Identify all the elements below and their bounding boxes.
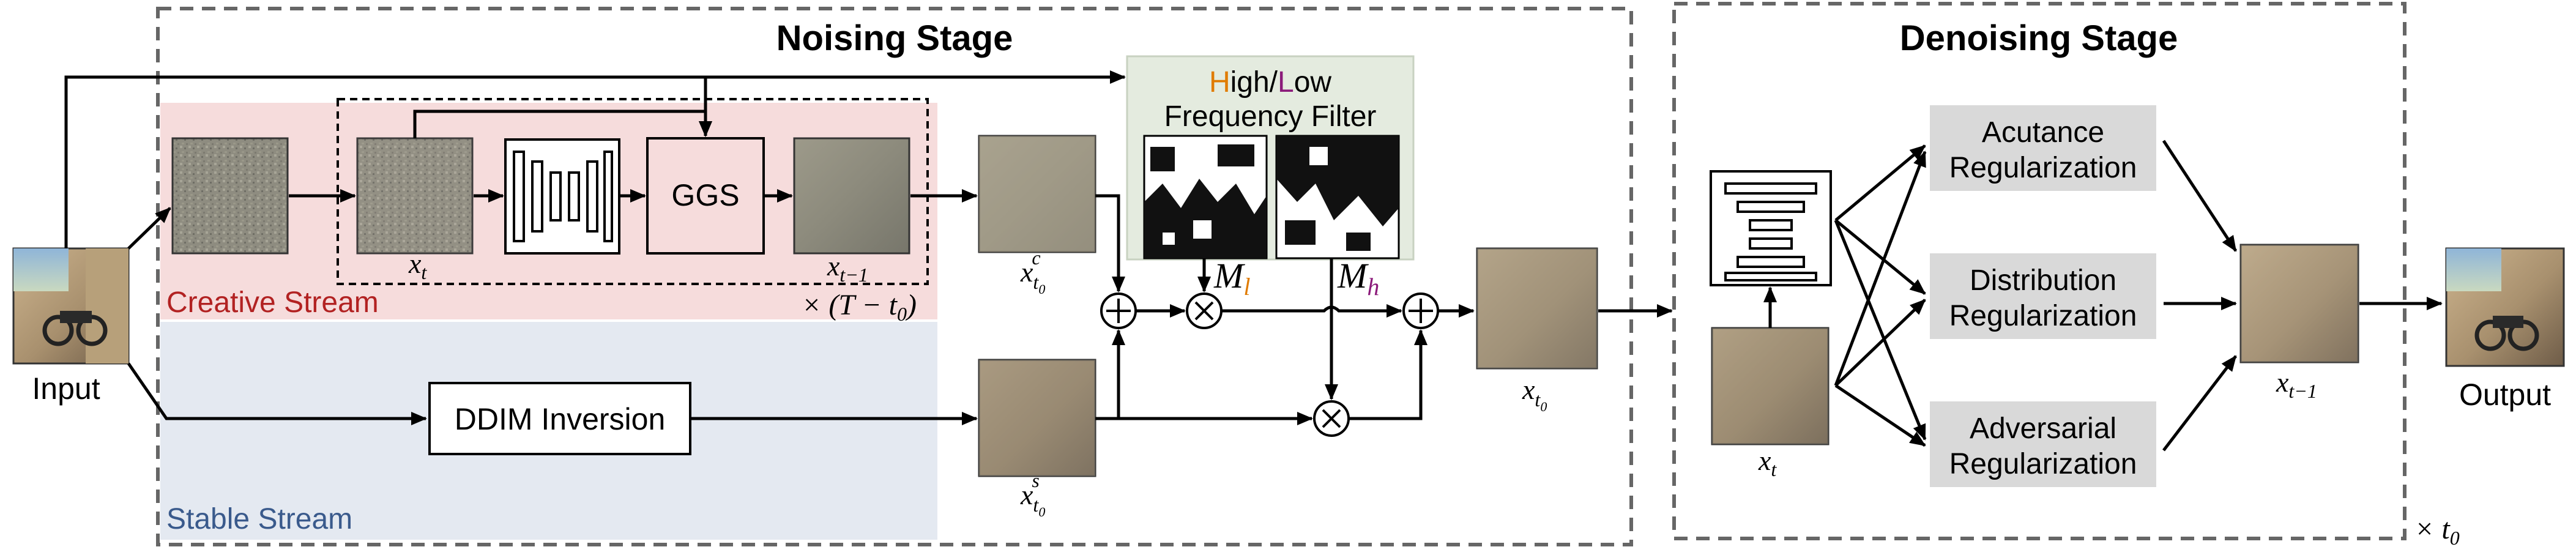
noisy-image-1 [171, 137, 289, 255]
label-xt0c: xt0c [1020, 247, 1045, 297]
input-image [12, 247, 130, 365]
denoising-stage-title: Denoising Stage [1900, 18, 2178, 58]
arrow-mull-to-add2 [1221, 304, 1402, 318]
arrow-input-to-creative [127, 207, 171, 250]
arrow-input-top-bypass [64, 70, 1126, 248]
label-repeat-denoise: × t0 [2414, 513, 2460, 549]
adversarial-label-1: Adversarial [1970, 412, 2116, 445]
stable-stream-label: Stable Stream [166, 503, 352, 535]
output-label: Output [2459, 378, 2551, 412]
noisy-image-xt-minus-1 [793, 137, 910, 255]
fanout-arrows [1834, 144, 1927, 447]
label-repeat-creative: × (T − t0) [802, 289, 917, 325]
distribution-label-1: Distribution [1970, 264, 2116, 297]
filter-title-line1: High/Low [1209, 66, 1331, 99]
add-op-2 [1402, 292, 1439, 329]
label-xt-minus-1-denoise: xt−1 [2276, 367, 2317, 402]
adversarial-label-2: Regularization [1949, 448, 2137, 480]
output-image [2445, 247, 2565, 367]
acutance-label-2: Regularization [1949, 152, 2137, 184]
arrow-input-to-stable [127, 362, 427, 425]
image-xt0c [978, 135, 1096, 253]
label-xt-minus-1-creative: xt−1 [827, 250, 868, 286]
noisy-image-xt [356, 137, 474, 255]
label-xt-creative: xt [408, 248, 427, 283]
image-xt0 [1476, 247, 1598, 370]
label-m-low: Ml [1213, 256, 1250, 300]
arrow-mulh-to-add2 [1349, 329, 1428, 420]
ggs-label: GGS [671, 178, 739, 212]
acutance-regularization [1930, 105, 2156, 191]
distribution-regularization [1930, 253, 2156, 339]
image-denoise-xt [1711, 327, 1830, 445]
label-m-high: Mh [1337, 256, 1379, 300]
label-xt0s: xt0s [1020, 469, 1045, 520]
ddim-inversion-label: DDIM Inversion [455, 402, 666, 436]
ggs-block [646, 137, 765, 255]
mask-high [1275, 135, 1400, 259]
denoising-stage-box [1672, 2, 2407, 540]
image-denoise-xt-minus-1 [2239, 244, 2359, 363]
input-label: Input [32, 371, 100, 406]
acutance-label-1: Acutance [1982, 116, 2104, 149]
label-xt0: xt0 [1522, 374, 1547, 414]
arrow-xt0c-to-add1 [1095, 194, 1125, 292]
mul-op-high [1313, 400, 1350, 437]
add-op-1 [1100, 292, 1137, 329]
noising-stage-title: Noising Stage [776, 18, 1013, 58]
noising-stage-box [156, 7, 1633, 546]
mask-low [1143, 135, 1268, 259]
denoise-network [1710, 170, 1832, 286]
reg-merge-arrows [2162, 140, 2238, 452]
label-xt-denoise: xt [1758, 445, 1777, 480]
creative-loop-box [337, 98, 929, 285]
image-xt0s [978, 359, 1096, 477]
distribution-label-2: Regularization [1949, 300, 2137, 332]
mul-op-low [1186, 292, 1223, 329]
adversarial-regularization [1930, 401, 2156, 487]
filter-title-line2: Frequency Filter [1164, 100, 1377, 133]
creative-stream-label: Creative Stream [166, 286, 379, 319]
unet-block [504, 138, 620, 255]
